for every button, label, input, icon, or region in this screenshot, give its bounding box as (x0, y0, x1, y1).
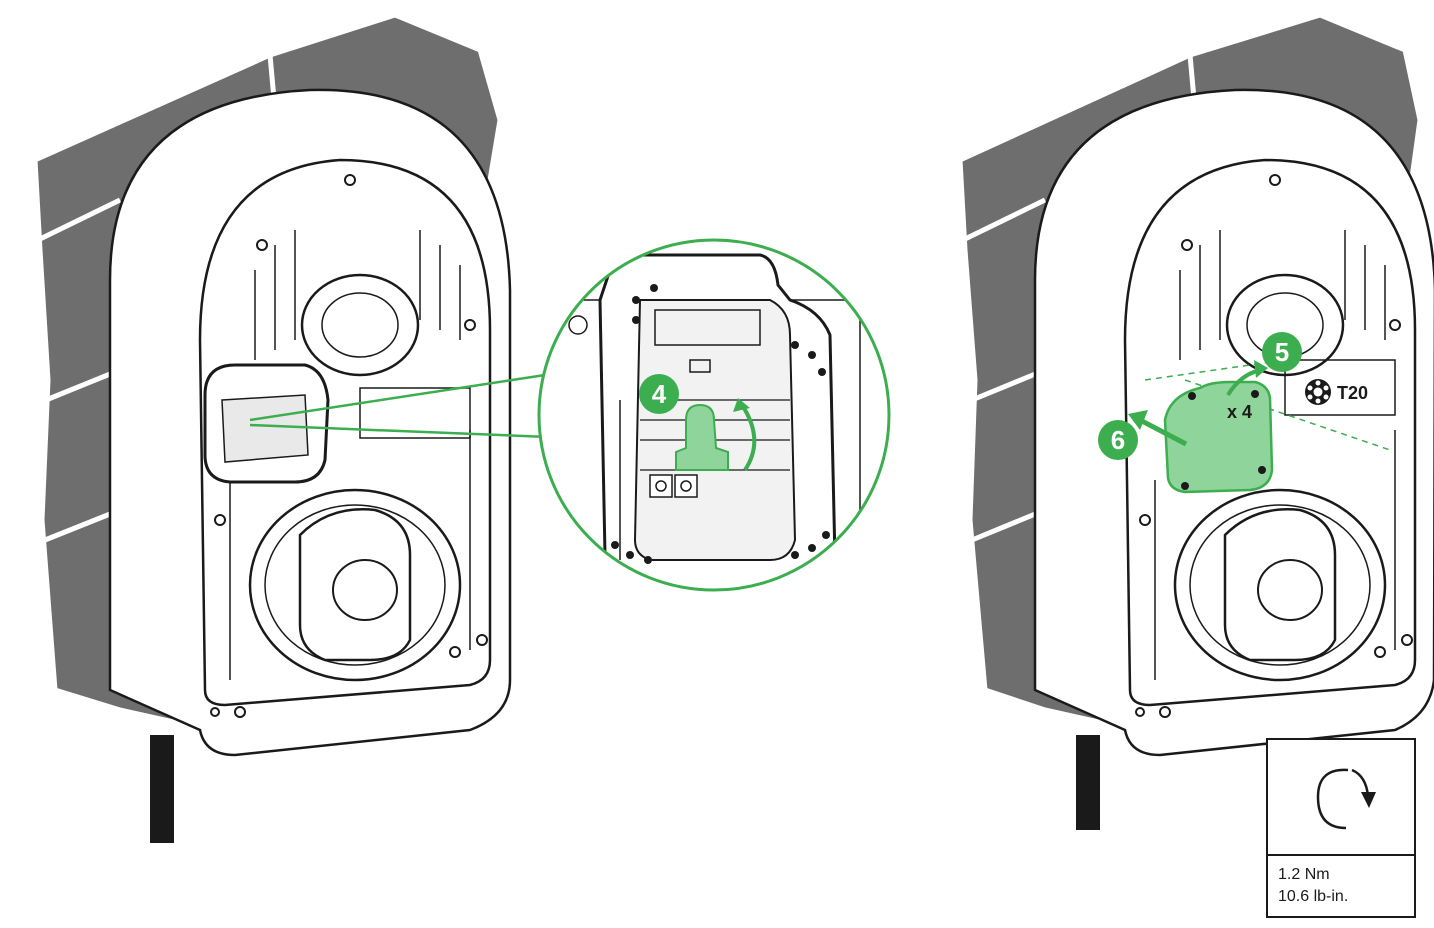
remove-cover-arrow-6 (1138, 417, 1188, 447)
torque-nm: 1.2 Nm (1278, 866, 1330, 883)
rotate-clockwise-icon (1268, 740, 1414, 856)
torque-spec-box: 1.2 Nm 10.6 lb-in. (1266, 738, 1416, 918)
step-6-badge (1098, 420, 1138, 460)
step-6-number: 6 (1111, 425, 1125, 455)
torque-lbin: 10.6 lb-in. (1278, 888, 1349, 905)
left-socket-face (332, 559, 398, 621)
step-5-number: 5 (1275, 337, 1289, 367)
terminal-lever (675, 403, 729, 471)
zoom-detail: 4 (537, 238, 891, 592)
right-conduit (1076, 735, 1100, 830)
screw-count-label: x 4 (1227, 402, 1252, 422)
step-4-number: 4 (652, 379, 667, 409)
left-upper-port (300, 273, 420, 377)
left-charger (32, 12, 549, 843)
step-4-badge (639, 374, 679, 414)
zoom-callout-lines (249, 373, 549, 439)
rotate-arrow-4 (740, 403, 757, 472)
right-charger: 5 6 x 4 T20 (957, 12, 1434, 830)
torx-t20-icon (1305, 379, 1331, 405)
left-conduit (150, 735, 174, 843)
step-5-badge (1262, 332, 1302, 372)
terminal-cover (1163, 380, 1274, 494)
tool-label: T20 (1337, 383, 1368, 403)
